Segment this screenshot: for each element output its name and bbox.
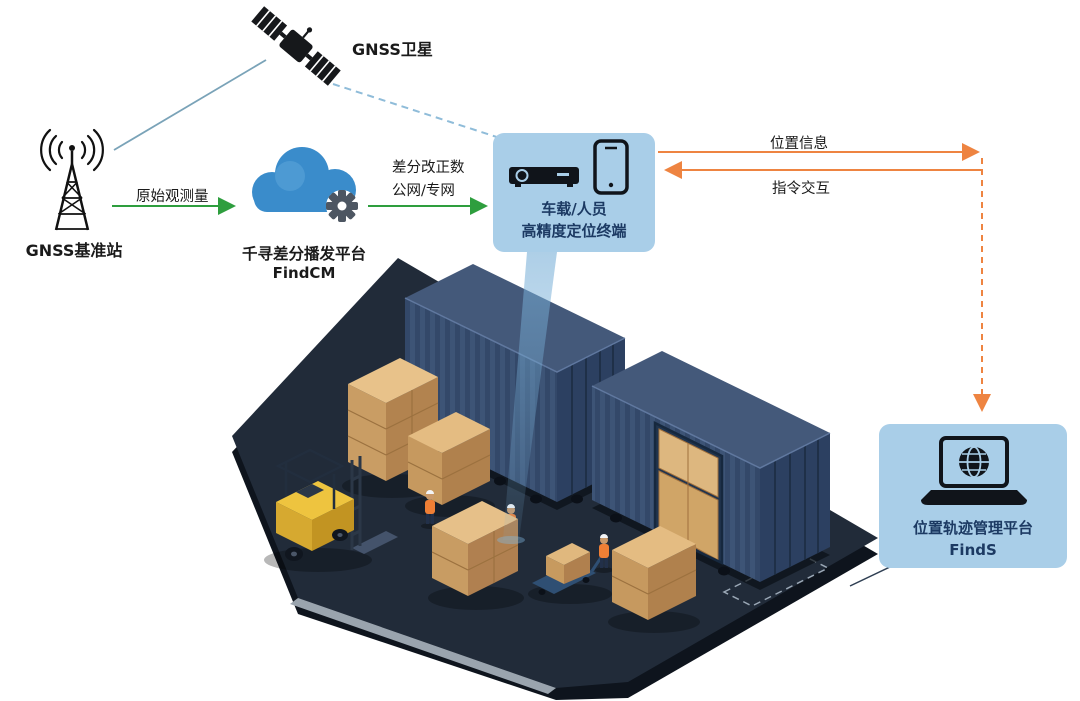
cloud-platform-label: 千寻差分播发平台 (241, 245, 366, 263)
management-label-name: 位置轨迹管理平台 (912, 519, 1033, 537)
correction-label-line1: 差分改正数 (392, 160, 465, 176)
pallet-jack (528, 543, 612, 604)
raw-observation-label: 原始观测量 (136, 189, 209, 205)
laptop-globe-icon (921, 436, 1027, 505)
base-station-label: GNSS基准站 (25, 241, 123, 260)
satellite-label: GNSS卫星 (352, 40, 433, 59)
terminal-label-line2: 高精度定位终端 (521, 221, 627, 240)
smartphone-icon (593, 139, 629, 195)
cloud-product-label: FindCM (272, 264, 336, 282)
worker (595, 534, 613, 573)
management-label-product: FindS (949, 540, 997, 559)
terminal-label-line1: 车载/人员 (541, 200, 607, 218)
terminal-node: 车载/人员 高精度定位终端 (493, 133, 655, 252)
satellite-icon (251, 6, 341, 86)
satellite-to-terminal-link (332, 83, 507, 141)
shipping-container-2 (591, 351, 831, 590)
cloud-gear-icon (252, 147, 358, 222)
vehicle-terminal-and-phone-icon (509, 139, 629, 195)
finds-callout-line (849, 565, 893, 587)
command-label: 指令交互 (772, 181, 830, 197)
management-platform-node: 位置轨迹管理平台 FindS (879, 424, 1067, 568)
carton-stack-right (608, 526, 700, 633)
walkway-curb (290, 598, 556, 694)
correction-label-line2: 公网/专网 (392, 183, 455, 199)
antenna-tower-icon (40, 128, 104, 231)
position-info-label: 位置信息 (770, 136, 828, 152)
laptop-icon (921, 436, 1027, 505)
warehouse-illustration (232, 258, 878, 700)
forklift (264, 448, 398, 572)
location-beam (497, 252, 557, 544)
satellite-to-base-link (113, 59, 267, 151)
globe-icon (959, 446, 989, 478)
gear-icon (326, 190, 358, 222)
dvr-device-icon (509, 167, 579, 187)
